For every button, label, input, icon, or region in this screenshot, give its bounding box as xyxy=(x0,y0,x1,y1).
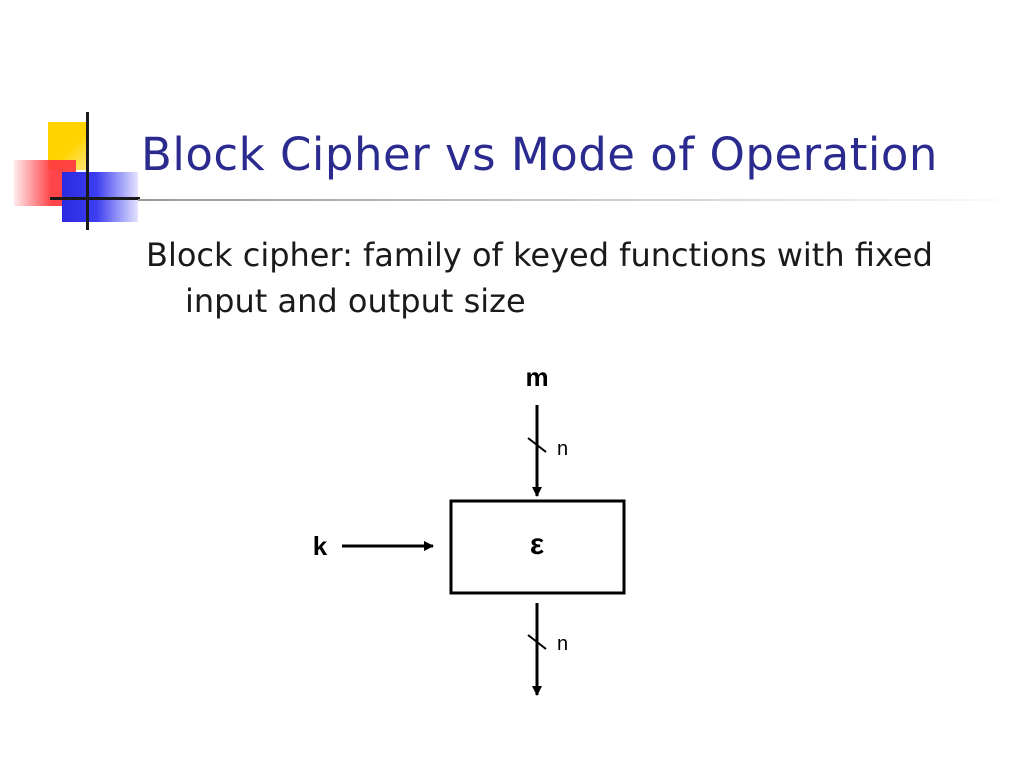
decor-vertical-line xyxy=(86,112,89,230)
encryption-function-box xyxy=(449,499,626,595)
corner-decoration xyxy=(0,0,150,240)
title-underline xyxy=(138,199,998,201)
output-width-label: n xyxy=(557,633,568,655)
slide-title: Block Cipher vs Mode of Operation xyxy=(141,128,938,181)
bullet-text: Block cipher: family of keyed functions … xyxy=(146,236,933,320)
function-label-epsilon: ε xyxy=(530,528,544,561)
output-width-slash xyxy=(527,634,547,650)
block-cipher-diagram: m n k ε n xyxy=(313,362,626,696)
decor-horizontal-line xyxy=(50,197,140,200)
input-width-slash xyxy=(527,437,547,453)
key-label-k: k xyxy=(313,531,328,561)
input-width-label: n xyxy=(557,438,568,460)
input-label-m: m xyxy=(525,362,548,392)
